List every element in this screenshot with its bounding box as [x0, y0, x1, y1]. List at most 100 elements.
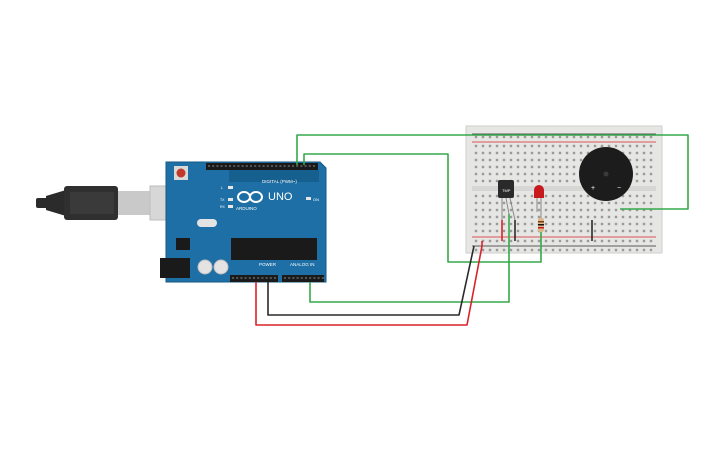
breadboard-hole[interactable] [621, 229, 625, 233]
breadboard-hole[interactable] [593, 248, 597, 252]
breadboard-hole[interactable] [516, 222, 520, 226]
breadboard-hole[interactable] [495, 248, 499, 252]
header-pin[interactable] [296, 165, 299, 167]
breadboard-hole[interactable] [544, 229, 548, 233]
breadboard-hole[interactable] [530, 151, 534, 155]
breadboard-hole[interactable] [474, 179, 478, 183]
breadboard-hole[interactable] [488, 208, 492, 212]
breadboard-hole[interactable] [523, 208, 527, 212]
breadboard-hole[interactable] [614, 208, 618, 212]
breadboard-hole[interactable] [516, 179, 520, 183]
breadboard-hole[interactable] [586, 135, 590, 139]
breadboard-hole[interactable] [565, 239, 569, 243]
breadboard-hole[interactable] [558, 151, 562, 155]
breadboard-hole[interactable] [481, 158, 485, 162]
breadboard-hole[interactable] [628, 208, 632, 212]
breadboard-hole[interactable] [621, 239, 625, 243]
breadboard-hole[interactable] [621, 135, 625, 139]
breadboard-hole[interactable] [544, 179, 548, 183]
breadboard-hole[interactable] [586, 215, 590, 219]
breadboard-hole[interactable] [502, 144, 506, 148]
breadboard-hole[interactable] [502, 208, 506, 212]
breadboard-hole[interactable] [495, 194, 499, 198]
breadboard-hole[interactable] [628, 151, 632, 155]
breadboard-hole[interactable] [558, 208, 562, 212]
breadboard-hole[interactable] [593, 222, 597, 226]
breadboard-hole[interactable] [474, 158, 478, 162]
breadboard-hole[interactable] [621, 222, 625, 226]
breadboard-hole[interactable] [551, 144, 555, 148]
header-pin[interactable] [232, 277, 234, 279]
breadboard-hole[interactable] [572, 135, 576, 139]
breadboard-hole[interactable] [579, 158, 583, 162]
breadboard-hole[interactable] [537, 135, 541, 139]
breadboard-hole[interactable] [516, 172, 520, 176]
breadboard-hole[interactable] [565, 194, 569, 198]
header-pin[interactable] [313, 277, 316, 279]
breadboard-hole[interactable] [495, 151, 499, 155]
breadboard-hole[interactable] [523, 222, 527, 226]
breadboard-hole[interactable] [509, 248, 513, 252]
breadboard-hole[interactable] [516, 144, 520, 148]
breadboard-hole[interactable] [635, 208, 639, 212]
header-pin[interactable] [254, 165, 257, 167]
breadboard-hole[interactable] [649, 239, 653, 243]
breadboard-hole[interactable] [495, 179, 499, 183]
breadboard-hole[interactable] [481, 229, 485, 233]
breadboard-hole[interactable] [516, 229, 520, 233]
header-pin[interactable] [220, 165, 223, 167]
breadboard-hole[interactable] [614, 248, 618, 252]
breadboard-hole[interactable] [495, 144, 499, 148]
breadboard-hole[interactable] [474, 172, 478, 176]
breadboard-hole[interactable] [474, 135, 478, 139]
breadboard-hole[interactable] [600, 248, 604, 252]
breadboard-hole[interactable] [607, 229, 611, 233]
breadboard-hole[interactable] [558, 165, 562, 169]
breadboard-hole[interactable] [474, 215, 478, 219]
breadboard-hole[interactable] [537, 158, 541, 162]
breadboard-hole[interactable] [558, 239, 562, 243]
header-pin[interactable] [308, 165, 311, 167]
breadboard-hole[interactable] [488, 172, 492, 176]
breadboard-hole[interactable] [642, 158, 646, 162]
breadboard-hole[interactable] [649, 179, 653, 183]
header-pin[interactable] [288, 277, 291, 279]
wires[interactable] [255, 134, 689, 326]
breadboard-hole[interactable] [642, 248, 646, 252]
breadboard-hole[interactable] [621, 248, 625, 252]
breadboard-hole[interactable] [523, 165, 527, 169]
breadboard-hole[interactable] [502, 135, 506, 139]
breadboard-hole[interactable] [558, 179, 562, 183]
breadboard-hole[interactable] [495, 229, 499, 233]
breadboard-hole[interactable] [530, 208, 534, 212]
breadboard-hole[interactable] [481, 179, 485, 183]
breadboard-hole[interactable] [474, 144, 478, 148]
temperature-sensor[interactable]: TMP [498, 180, 516, 221]
breadboard-hole[interactable] [495, 222, 499, 226]
breadboard-hole[interactable] [586, 248, 590, 252]
breadboard-hole[interactable] [509, 208, 513, 212]
breadboard-hole[interactable] [565, 215, 569, 219]
black-wire-gnd[interactable] [267, 245, 475, 316]
breadboard-hole[interactable] [642, 135, 646, 139]
breadboard-hole[interactable] [523, 151, 527, 155]
header-pin[interactable] [241, 165, 244, 167]
breadboard-hole[interactable] [488, 151, 492, 155]
header-pin[interactable] [269, 277, 272, 279]
green-wire-sensor[interactable] [309, 214, 510, 303]
breadboard-hole[interactable] [516, 248, 520, 252]
breadboard-hole[interactable] [642, 172, 646, 176]
breadboard-hole[interactable] [600, 201, 604, 205]
breadboard-hole[interactable] [628, 201, 632, 205]
green-wire-led[interactable] [303, 153, 542, 263]
breadboard-hole[interactable] [551, 194, 555, 198]
breadboard-hole[interactable] [593, 229, 597, 233]
breadboard-hole[interactable] [516, 158, 520, 162]
breadboard-hole[interactable] [635, 194, 639, 198]
breadboard-hole[interactable] [537, 179, 541, 183]
breadboard-hole[interactable] [516, 239, 520, 243]
breadboard-hole[interactable] [642, 239, 646, 243]
breadboard-hole[interactable] [523, 194, 527, 198]
red-led[interactable] [534, 185, 544, 212]
